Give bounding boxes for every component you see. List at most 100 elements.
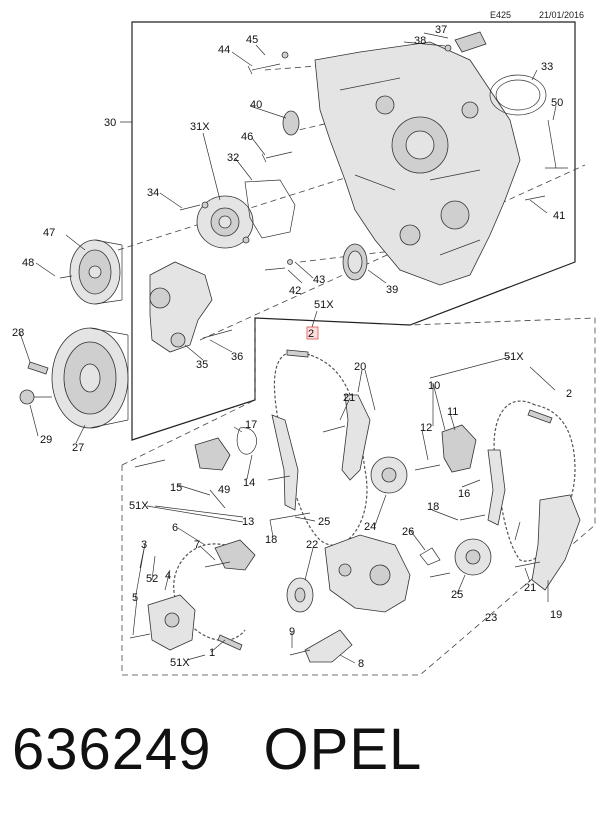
callout-38: 38 <box>414 35 426 47</box>
callout-35: 35 <box>196 359 208 371</box>
alignment-line <box>264 57 421 71</box>
chain-guide <box>341 394 371 481</box>
bolt <box>59 275 73 279</box>
callout-3: 3 <box>141 539 147 551</box>
callout-21-upper: 21 <box>343 392 355 404</box>
callout-52: 52 <box>146 573 158 585</box>
callout-44: 44 <box>218 44 230 56</box>
bolt <box>322 425 346 433</box>
bolt <box>429 572 451 578</box>
lower-assembly-frame <box>121 317 596 676</box>
bolt <box>459 514 486 521</box>
washer <box>281 51 289 59</box>
callout-17: 17 <box>245 419 257 431</box>
chain-guide <box>271 414 299 511</box>
callout-47: 47 <box>43 227 55 239</box>
crank-sprocket-hub <box>294 587 306 603</box>
callout-45: 45 <box>246 34 258 46</box>
callout-1: 1 <box>209 647 215 659</box>
callout-25-right: 25 <box>451 589 463 601</box>
callout-11: 11 <box>447 406 458 418</box>
intermediate-sprocket-hub <box>465 549 481 565</box>
callout-39: 39 <box>386 284 398 296</box>
callout-9: 9 <box>289 626 295 638</box>
callout-40: 40 <box>250 99 262 111</box>
pulley <box>69 239 123 305</box>
bolt <box>524 195 546 201</box>
callout-26: 26 <box>402 526 414 538</box>
callout-41: 41 <box>553 210 565 222</box>
callout-51x-right: 51X <box>504 351 524 363</box>
chain-segment <box>527 409 553 424</box>
bolt <box>414 464 441 471</box>
callout-28: 28 <box>12 327 24 339</box>
chain-segment <box>286 349 309 358</box>
oil-seal <box>282 110 300 136</box>
callout-25-left: 25 <box>318 516 330 528</box>
secondary-timing-chain <box>493 400 576 562</box>
footer: 636249 OPEL <box>12 716 592 796</box>
callout-18-right: 18 <box>427 501 439 513</box>
callout-15: 15 <box>170 482 182 494</box>
callout-10: 10 <box>428 380 440 392</box>
callout-14: 14 <box>243 477 255 489</box>
bolt <box>202 329 233 339</box>
bolt <box>129 633 151 639</box>
chain-guide <box>487 449 506 526</box>
diagram-date: 21/01/2016 <box>539 10 584 20</box>
callout-32: 32 <box>227 152 239 164</box>
bolt <box>267 475 291 481</box>
oil-pump <box>147 594 196 651</box>
callout-22: 22 <box>306 539 318 551</box>
callout-29: 29 <box>40 434 52 446</box>
part-number: 636249 <box>12 717 212 782</box>
bolt <box>264 267 286 271</box>
callout-23: 23 <box>485 612 497 624</box>
brand-name: OPEL <box>263 717 423 782</box>
callout-33: 33 <box>541 61 553 73</box>
callout-5: 5 <box>132 592 138 604</box>
callout-6: 6 <box>172 522 178 534</box>
balance-chain-guide <box>214 539 256 571</box>
callout-21-lower: 21 <box>524 582 536 594</box>
callout-51x-bottom: 51X <box>170 657 190 669</box>
crank-bolt <box>19 389 35 405</box>
timing-cover <box>314 41 521 286</box>
callout-50: 50 <box>551 97 563 109</box>
callout-7: 7 <box>194 539 200 551</box>
highlight-marker <box>306 326 319 340</box>
callout-27: 27 <box>72 442 84 454</box>
stud-bolt <box>545 119 568 169</box>
callout-8: 8 <box>358 658 364 670</box>
callout-13: 13 <box>242 516 254 528</box>
chain-tensioner <box>194 437 231 471</box>
callout-48: 48 <box>22 257 34 269</box>
bolt <box>261 151 293 163</box>
callout-24: 24 <box>364 521 376 533</box>
washer <box>287 259 293 265</box>
callout-51x-left: 51X <box>129 500 149 512</box>
bolt <box>289 649 311 656</box>
water-pump <box>196 195 254 249</box>
bolt <box>204 561 231 568</box>
bracket-bolt <box>454 31 487 53</box>
chain-segment <box>217 634 243 651</box>
callout-16: 16 <box>458 488 470 500</box>
bolt <box>514 561 541 568</box>
callout-49: 49 <box>218 484 230 496</box>
callout-43: 43 <box>313 274 325 286</box>
callout-2-right: 2 <box>566 388 572 400</box>
callout-19: 19 <box>550 609 562 621</box>
tensioner-gasket <box>236 427 257 455</box>
callout-30: 30 <box>104 117 116 129</box>
bolt <box>134 459 166 468</box>
diagram-code: E425 <box>490 10 511 20</box>
callout-37: 37 <box>435 24 447 36</box>
crankshaft-pulley <box>51 327 129 429</box>
crank-seal-inner <box>347 250 363 274</box>
exploded-parts-diagram: E425 21/01/2016 <box>12 10 596 676</box>
callout-36: 36 <box>231 351 243 363</box>
callout-51x-top: 51X <box>314 299 334 311</box>
leader-lines <box>19 32 557 664</box>
balance-shaft-housing <box>324 534 411 613</box>
